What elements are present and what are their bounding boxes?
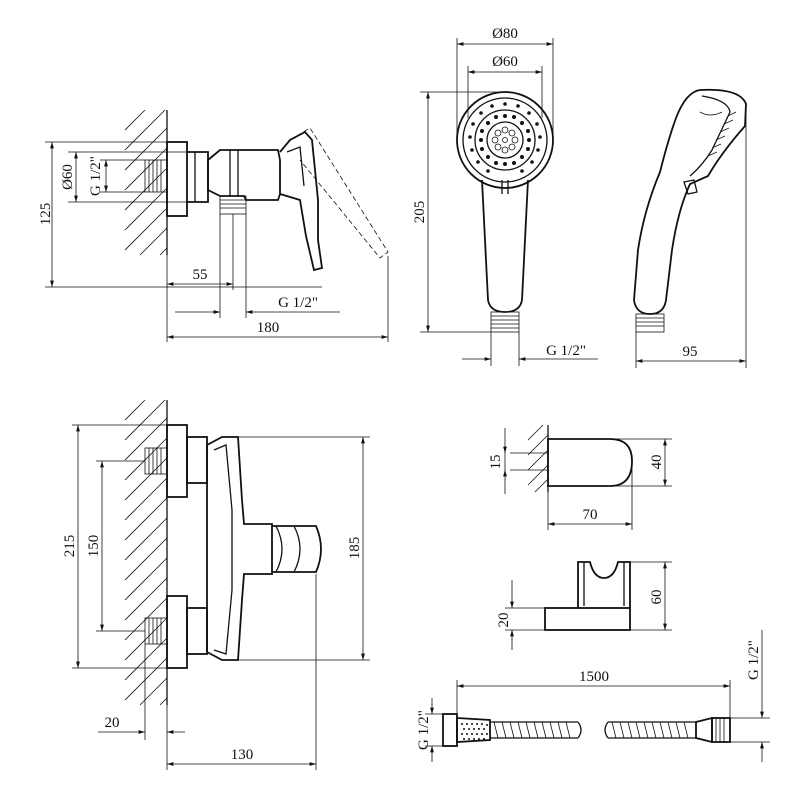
dim-mixer-side-nut-dia: Ø60 bbox=[60, 164, 76, 190]
dim-mixer-side-depth: 180 bbox=[257, 320, 280, 336]
dim-mixer-front-height: 215 bbox=[62, 535, 78, 558]
dim-bracket-height: 60 bbox=[649, 590, 665, 605]
dim-bracket-base-height: 20 bbox=[496, 613, 512, 628]
hose-knurl bbox=[461, 723, 488, 740]
dim-mixer-front-body-height: 185 bbox=[347, 537, 363, 560]
handshower-front-view: Ø80 Ø60 205 G 1/2" bbox=[412, 26, 598, 366]
dim-hose-thread-left: G 1/2" bbox=[416, 710, 432, 750]
dim-holder-screw-spacing: 15 bbox=[488, 455, 504, 470]
dim-holder-depth: 70 bbox=[583, 507, 598, 523]
handshower-side-view: 95 bbox=[633, 88, 747, 368]
dim-mixer-side-outlet-offset: 55 bbox=[193, 267, 208, 283]
dim-mixer-side-thread: G 1/2" bbox=[88, 156, 104, 196]
dim-hose-length: 1500 bbox=[579, 669, 609, 685]
dim-handshower-depth: 95 bbox=[683, 344, 698, 360]
bracket-view: 20 60 bbox=[496, 561, 672, 650]
dim-hose-thread-right: G 1/2" bbox=[746, 640, 762, 680]
dim-head-inner-dia: Ø60 bbox=[492, 54, 518, 70]
mixer-side-view: 125 Ø60 G 1/2" 55 G 1/2" 180 bbox=[38, 109, 389, 342]
wall-hatch-front bbox=[124, 399, 168, 706]
dim-mixer-side-outlet-thread: G 1/2" bbox=[278, 295, 318, 311]
dim-mixer-front-center-distance: 150 bbox=[86, 535, 102, 558]
mixer-front-view: 215 150 185 20 130 bbox=[62, 399, 370, 770]
dim-mixer-front-depth: 130 bbox=[231, 747, 254, 763]
dim-mixer-side-height: 125 bbox=[38, 203, 54, 226]
side-nozzles bbox=[707, 111, 737, 157]
dim-head-outer-dia: Ø80 bbox=[492, 26, 518, 42]
dim-mixer-front-wall-offset: 20 bbox=[105, 715, 120, 731]
hose-view: 1500 G 1/2" G 1/2" bbox=[416, 630, 770, 762]
dim-handshower-length: 205 bbox=[412, 201, 428, 224]
dim-holder-height: 40 bbox=[649, 455, 665, 470]
dim-handshower-thread: G 1/2" bbox=[546, 343, 586, 359]
wall-holder-view: 15 40 70 bbox=[488, 424, 672, 530]
spray-nozzles bbox=[468, 102, 542, 173]
